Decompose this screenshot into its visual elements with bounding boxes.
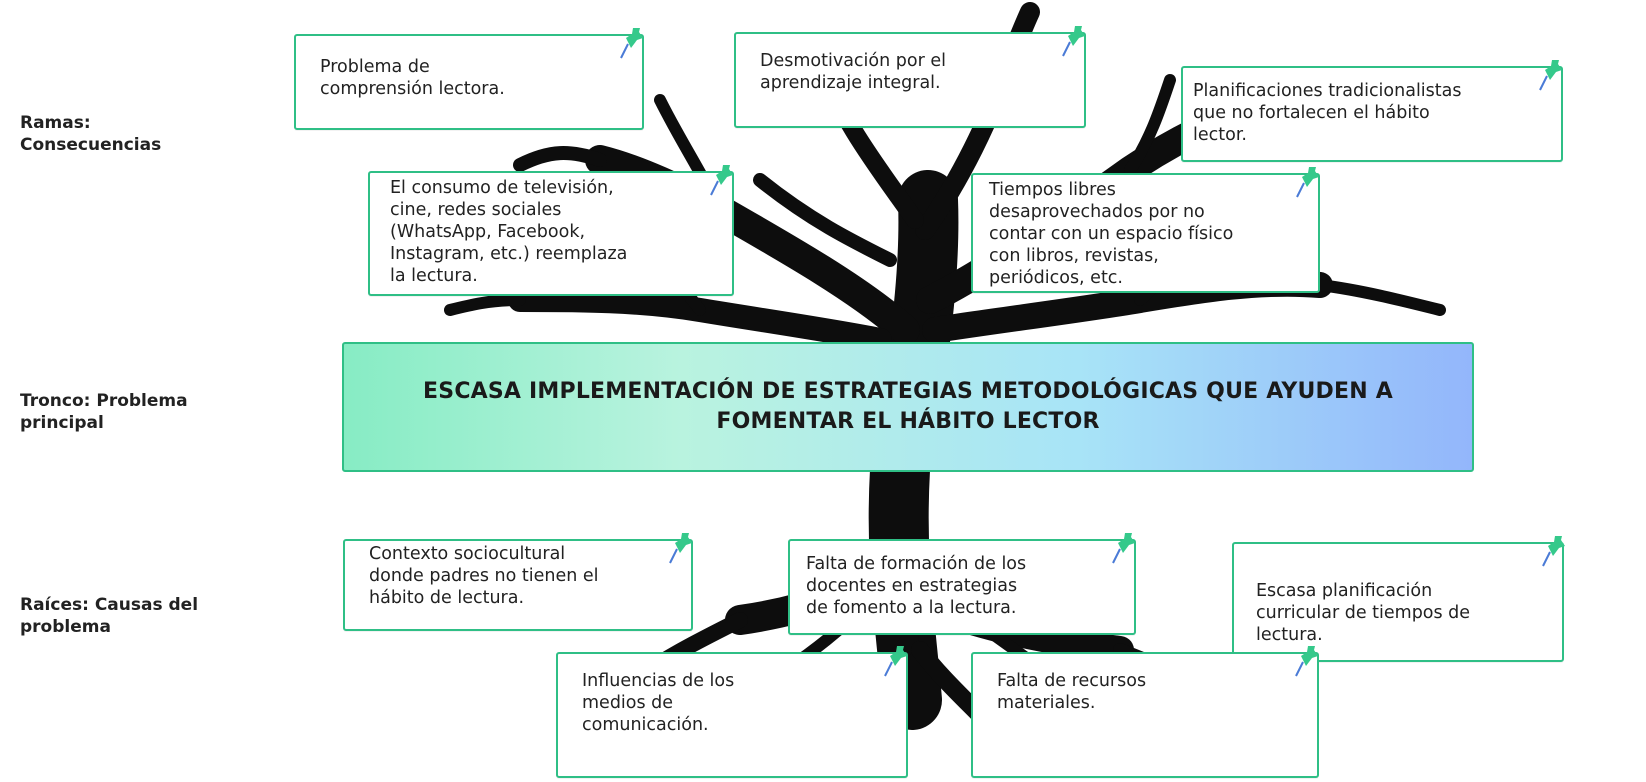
note-text: Desmotivación por el aprendizaje integra… bbox=[760, 51, 946, 93]
pushpin-icon bbox=[1542, 536, 1565, 567]
tree-branch bbox=[513, 146, 607, 172]
main-problem-text: ESCASA IMPLEMENTACIÓN DE ESTRATEGIAS MET… bbox=[423, 379, 1393, 434]
consequence-note: El consumo de televisión, cine, redes so… bbox=[368, 165, 734, 296]
note-text: Falta de formación de los docentes en es… bbox=[806, 554, 1027, 618]
tree-branch bbox=[1314, 279, 1446, 316]
cause-note: Falta de recursos materiales. bbox=[971, 646, 1319, 778]
consequence-note: Tiempos libres desaprovechados por no co… bbox=[971, 167, 1320, 293]
pushpin-icon bbox=[1539, 60, 1562, 91]
pushpin-icon bbox=[669, 533, 692, 564]
pushpin-icon bbox=[884, 646, 907, 677]
pushpin-icon bbox=[1062, 26, 1085, 57]
main-problem-box: ESCASA IMPLEMENTACIÓN DE ESTRATEGIAS MET… bbox=[342, 342, 1474, 472]
note-text: Planificaciones tradicionalistas que no … bbox=[1193, 81, 1462, 145]
tree-branch bbox=[444, 294, 526, 316]
pushpin-icon bbox=[1295, 646, 1318, 677]
consequence-note: Desmotivación por el aprendizaje integra… bbox=[734, 26, 1086, 128]
note-text: Escasa planificación curricular de tiemp… bbox=[1256, 581, 1471, 645]
label-branches: Ramas: Consecuencias bbox=[20, 113, 162, 155]
pushpin-icon bbox=[710, 165, 733, 196]
cause-note: Contexto sociocultural donde padres no t… bbox=[343, 533, 693, 631]
label-roots: Raíces: Causas del problema bbox=[20, 595, 199, 637]
note-text: Influencias de los medios de comunicació… bbox=[582, 671, 735, 735]
note-text: Tiempos libres desaprovechados por no co… bbox=[989, 180, 1234, 288]
pushpin-icon bbox=[1296, 167, 1319, 198]
note-text: Problema de comprensión lectora. bbox=[320, 57, 505, 99]
cause-note: Falta de formación de los docentes en es… bbox=[788, 533, 1136, 635]
cause-note: Escasa planificación curricular de tiemp… bbox=[1232, 536, 1565, 662]
pushpin-icon bbox=[620, 28, 643, 59]
consequence-note: Problema de comprensión lectora. bbox=[294, 28, 644, 130]
tree-branch bbox=[753, 173, 897, 267]
note-text: El consumo de televisión, cine, redes so… bbox=[390, 178, 628, 286]
note-text: Contexto sociocultural donde padres no t… bbox=[369, 544, 599, 608]
tree-branch bbox=[1124, 74, 1176, 176]
consequence-note: Planificaciones tradicionalistas que no … bbox=[1181, 60, 1563, 162]
label-trunk: Tronco: Problema principal bbox=[20, 391, 188, 433]
cause-note: Influencias de los medios de comunicació… bbox=[556, 646, 908, 778]
pushpin-icon bbox=[1112, 533, 1135, 564]
note-text: Falta de recursos materiales. bbox=[997, 671, 1147, 713]
